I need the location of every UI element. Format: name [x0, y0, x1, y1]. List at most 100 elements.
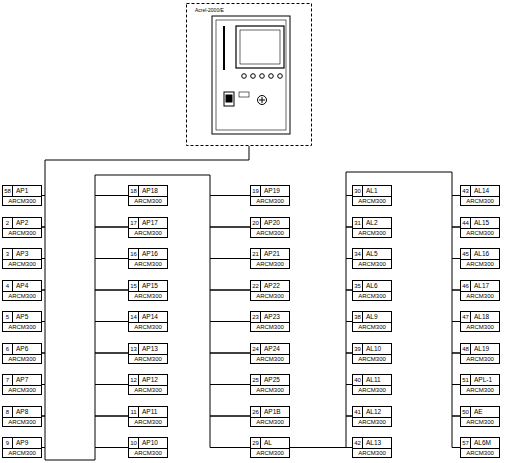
circuit-name: APL-1 [471, 375, 494, 385]
meter-module: 9AP9ARCM300 [2, 437, 42, 458]
module-header: 18AP18 [129, 186, 167, 197]
circuit-name: AP22 [261, 281, 282, 291]
meter-module: 17AP17ARCM300 [128, 217, 168, 238]
module-header: 41AL12 [353, 407, 391, 418]
module-header: 9AP9 [3, 438, 41, 449]
circuit-name: AP1B [261, 407, 283, 417]
model-name: ARCM300 [3, 229, 41, 238]
address-number: 41 [353, 407, 363, 417]
address-number: 46 [461, 281, 471, 291]
module-header: 10AP10 [129, 438, 167, 449]
module-header: 39AL10 [353, 344, 391, 355]
model-name: ARCM300 [251, 323, 289, 332]
button [260, 74, 265, 79]
meter-module: 3AP3ARCM300 [2, 248, 42, 269]
meter-module: 4AP4ARCM300 [2, 280, 42, 301]
bus-connector [210, 353, 250, 385]
circuit-name: AP3 [13, 249, 30, 259]
meter-module: 15AP15ARCM300 [128, 280, 168, 301]
meter-module: 18AP18ARCM300 [128, 185, 168, 206]
address-number: 48 [461, 344, 471, 354]
circuit-name: AL [261, 438, 274, 448]
meter-module: 58AP1ARCM300 [2, 185, 42, 206]
switch-lever [226, 95, 232, 102]
address-number: 24 [251, 344, 261, 354]
model-name: ARCM300 [129, 229, 167, 238]
module-header: 57AL6M [461, 438, 499, 449]
bus-connector [42, 196, 45, 228]
circuit-name: AP18 [139, 186, 160, 196]
circuit-name: AL14 [471, 186, 491, 196]
meter-module: 23AP23ARCM300 [250, 311, 290, 332]
address-number: 4 [3, 281, 13, 291]
bus-connector [95, 353, 128, 385]
circuit-name: AP7 [13, 375, 30, 385]
circuit-name: AL6 [363, 281, 380, 291]
model-name: ARCM300 [129, 418, 167, 427]
model-name: ARCM300 [3, 418, 41, 427]
address-number: 18 [129, 186, 139, 196]
circuit-name: AL13 [363, 438, 383, 448]
address-number: 21 [251, 249, 261, 259]
address-number: 12 [129, 375, 139, 385]
address-number: 15 [129, 281, 139, 291]
bus-connector [42, 322, 45, 354]
meter-module: 48AL19ARCM300 [460, 343, 500, 364]
meter-module: 46AL17ARCM300 [460, 280, 500, 301]
meter-module: 21AP21ARCM300 [250, 248, 290, 269]
module-header: 38AL9 [353, 312, 391, 323]
model-name: ARCM300 [3, 386, 41, 395]
meter-module: 57AL6MARCM300 [460, 437, 500, 458]
module-header: 22AP22 [251, 281, 289, 292]
meter-module: 51APL-1ARCM300 [460, 374, 500, 395]
circuit-name: AP2 [13, 218, 30, 228]
circuit-name: AL2 [363, 218, 380, 228]
circuit-name: AL11 [363, 375, 383, 385]
module-header: 17AP17 [129, 218, 167, 229]
meter-module: 26AP1BARCM300 [250, 406, 290, 427]
meter-module: 20AP20ARCM300 [250, 217, 290, 238]
circuit-name: AP23 [261, 312, 282, 322]
side-print [223, 26, 225, 70]
circuit-name: AL10 [363, 344, 383, 354]
module-header: 11AP11 [129, 407, 167, 418]
knob [258, 96, 267, 105]
address-number: 7 [3, 375, 13, 385]
meter-module: 14AP14ARCM300 [128, 311, 168, 332]
model-name: ARCM300 [461, 449, 499, 458]
meter-module: 10AP10ARCM300 [128, 437, 168, 458]
gateway-frame: Acrel-2000/E [186, 3, 312, 146]
circuit-name: AP16 [139, 249, 160, 259]
circuit-name: AL15 [471, 218, 491, 228]
power-switch [224, 92, 234, 106]
circuit-name: AL12 [363, 407, 383, 417]
bus-connector [452, 196, 460, 228]
bus-connector [210, 290, 250, 322]
address-number: 16 [129, 249, 139, 259]
address-number: 58 [3, 186, 13, 196]
meter-module: 25AP25ARCM300 [250, 374, 290, 395]
circuit-name: AP1 [13, 186, 30, 196]
address-number: 8 [3, 407, 13, 417]
meter-module: 24AP24ARCM300 [250, 343, 290, 364]
model-name: ARCM300 [353, 197, 391, 206]
address-number: 42 [353, 438, 363, 448]
circuit-name: AP25 [261, 375, 282, 385]
model-name: ARCM300 [461, 229, 499, 238]
meter-module: 31AL2ARCM300 [352, 217, 392, 238]
circuit-name: AP9 [13, 438, 30, 448]
bus-connector [95, 227, 128, 259]
circuit-name: AL18 [471, 312, 491, 322]
address-number: 17 [129, 218, 139, 228]
address-number: 40 [353, 375, 363, 385]
bus-connector [95, 290, 128, 322]
meter-module: 47AL18ARCM300 [460, 311, 500, 332]
circuit-name: AL16 [471, 249, 491, 259]
model-name: ARCM300 [129, 323, 167, 332]
bus-connector [210, 385, 250, 417]
address-number: 51 [461, 375, 471, 385]
gateway-housing [212, 16, 290, 134]
bus-connector [452, 416, 460, 448]
module-header: 7AP7 [3, 375, 41, 386]
address-number: 34 [353, 249, 363, 259]
